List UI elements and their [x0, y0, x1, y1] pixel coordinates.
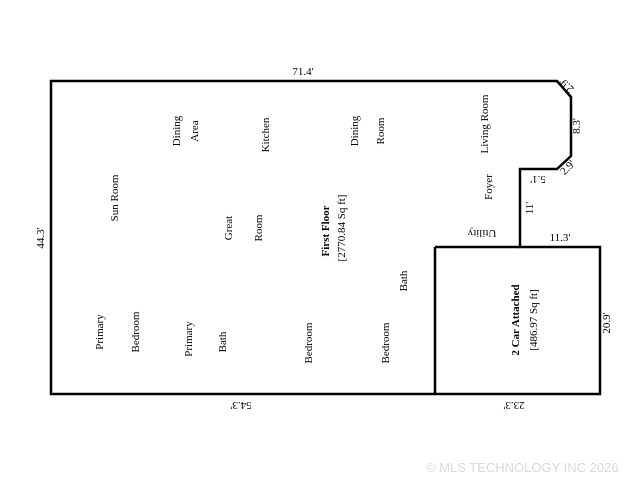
label-garage: 2 Car Attached [510, 284, 522, 355]
label-primary-bath-2: Bath [217, 331, 229, 352]
dim-garage-top: 11.3' [550, 232, 571, 244]
dim-foyer-step: 5.1' [530, 173, 546, 185]
label-sun-room: Sun Room [109, 174, 121, 221]
dim-foyer-side: 11' [524, 202, 536, 215]
dim-corner-lower: 2.9' [558, 158, 578, 178]
label-bedroom-2: Bedroom [380, 322, 392, 363]
copyright-watermark: © MLS TECHNOLOGY INC 2026 [426, 460, 619, 475]
label-living-room: Living Room [479, 94, 491, 153]
label-great-room-2: Room [253, 214, 265, 241]
label-dining-area-1: Dining [171, 115, 183, 146]
label-bedroom-1: Bedroom [303, 322, 315, 363]
label-bath-right: Bath [398, 270, 410, 291]
dim-corner-top: 2.9' [557, 75, 577, 95]
label-primary-bedroom-2: Bedroom [130, 311, 142, 352]
label-utility: Utility [467, 227, 496, 239]
label-dining-area-2: Area [189, 120, 201, 141]
label-first-floor: First Floor [320, 205, 332, 256]
garage-outline [433, 245, 520, 394]
dim-right-upper: 8.3' [571, 118, 583, 134]
label-garage-area: [486.97 Sq ft] [528, 289, 540, 350]
label-primary-bath-1: Primary [183, 321, 195, 357]
dim-bottom-garage: 23.3' [503, 399, 524, 411]
house-outline [49, 79, 602, 396]
label-dining-room-2: Room [375, 117, 387, 144]
dim-top: 71.4' [292, 66, 313, 78]
dim-left: 44.3' [35, 227, 47, 248]
label-primary-bedroom-1: Primary [94, 314, 106, 350]
label-kitchen: Kitchen [260, 117, 272, 152]
dim-garage-right: 20.9' [601, 312, 613, 333]
label-foyer: Foyer [483, 174, 495, 200]
label-first-floor-area: [2770.84 Sq ft] [336, 195, 348, 262]
dim-bottom-main: 54.3' [230, 399, 251, 411]
label-dining-room-1: Dining [349, 115, 361, 146]
label-great-room-1: Great [223, 216, 235, 240]
